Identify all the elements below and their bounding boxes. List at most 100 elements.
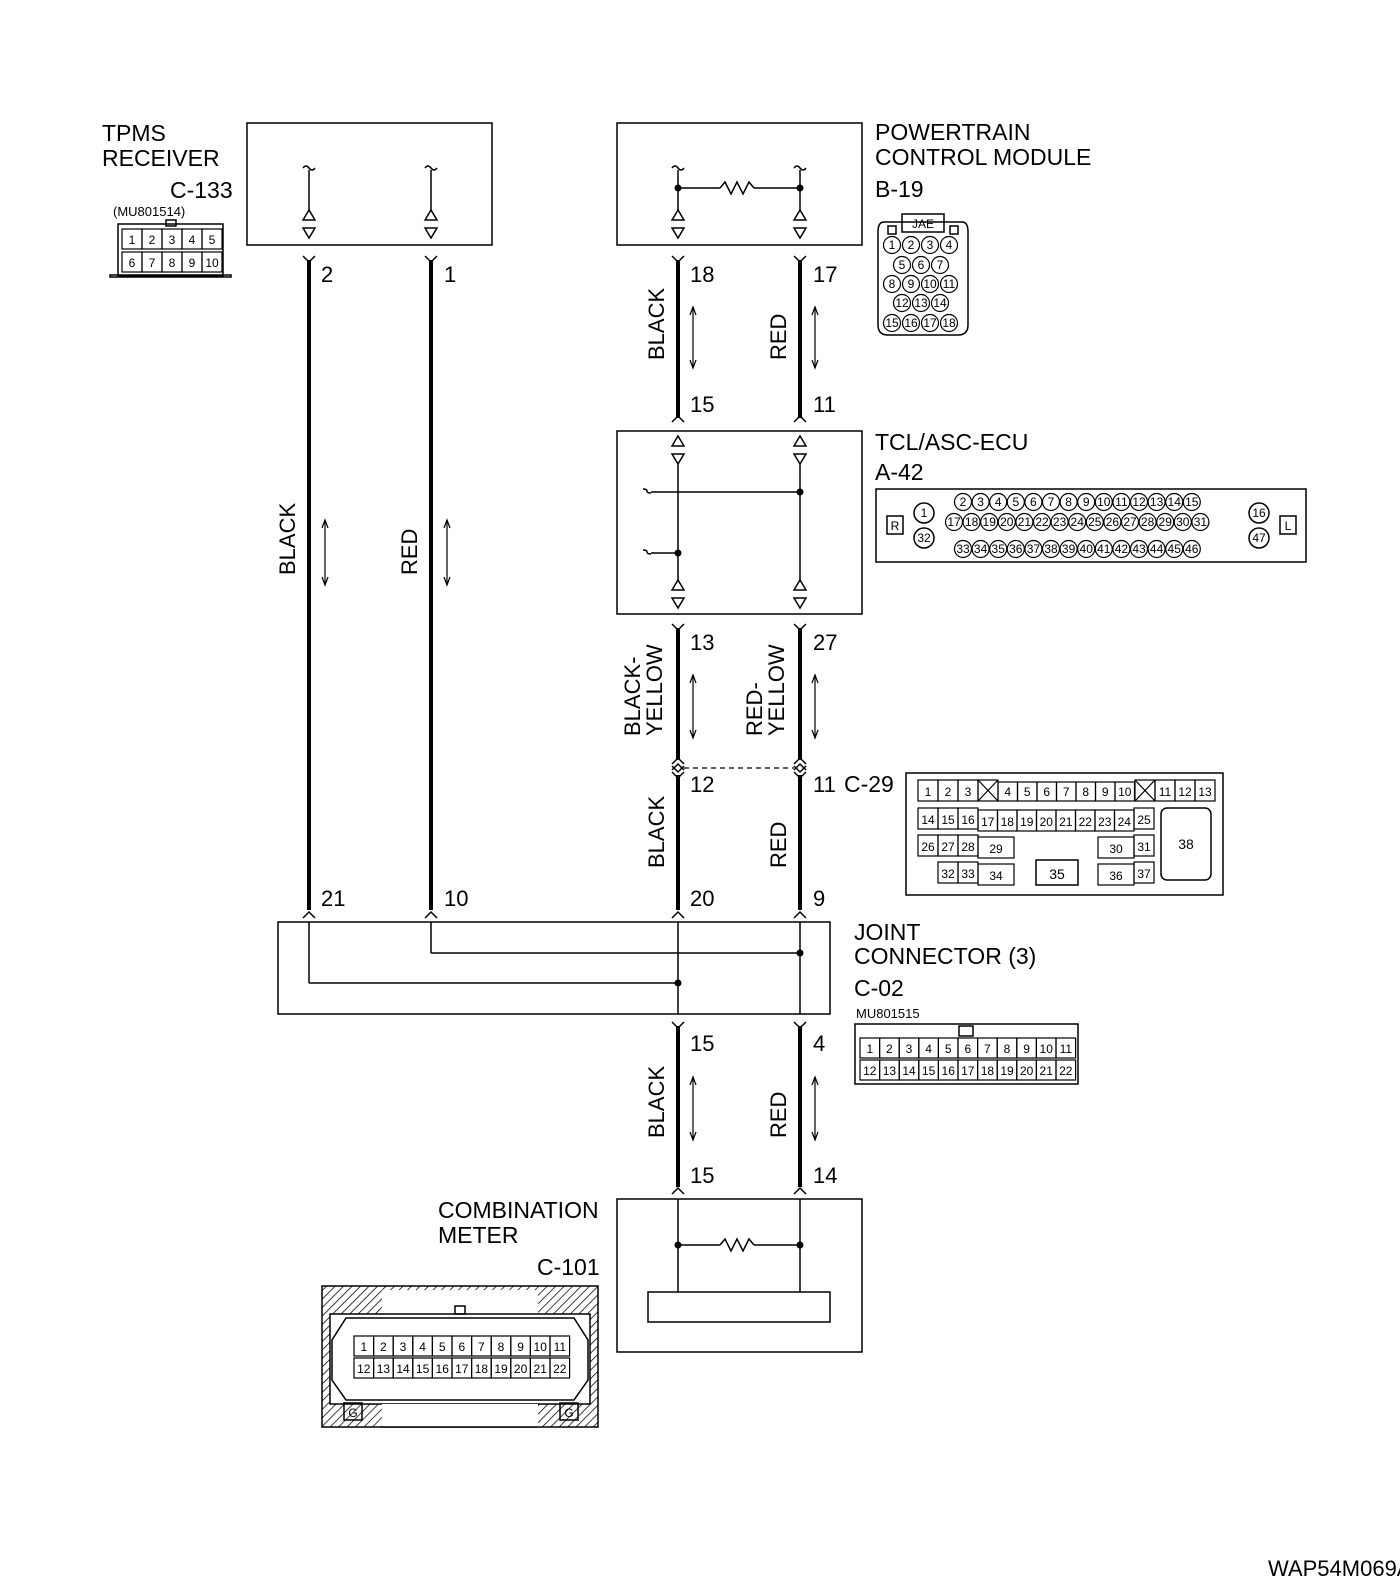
c29-pin-7: 7 [1063, 785, 1070, 799]
pin-tpms-1: 1 [444, 262, 456, 287]
tcl-pin-17: 17 [947, 515, 961, 529]
c29-pin-13: 13 [1198, 785, 1212, 799]
joint-pin-9: 9 [1023, 1042, 1030, 1056]
c29-pin-22: 22 [1079, 815, 1093, 829]
tcl-cell [1182, 539, 1201, 559]
joint-pin-20: 20 [1020, 1064, 1034, 1078]
pcm-cell [882, 313, 902, 333]
meter-pin-6: 6 [458, 1340, 465, 1354]
meter-pin-12: 12 [357, 1362, 371, 1376]
color-c29-red: RED [766, 822, 791, 868]
pcm-pin-7: 7 [937, 258, 944, 272]
c29-pin-15: 15 [941, 813, 955, 827]
tcl-pin-18: 18 [965, 515, 979, 529]
color-tpms-red: RED [397, 529, 422, 575]
meter-box [616, 1198, 863, 1353]
tcl-name: TCL/ASC-ECU [875, 429, 1028, 455]
pin-tcl-15: 15 [690, 392, 714, 417]
c29-pin-9: 9 [1102, 785, 1109, 799]
joint-pin-18: 18 [981, 1064, 995, 1078]
c29-pin-28: 28 [961, 840, 975, 854]
tcl-pin-15: 15 [1185, 495, 1199, 509]
pcm-pin-16: 16 [904, 316, 918, 330]
tpms-pin-3: 3 [169, 233, 176, 247]
color-tcl-red-yellow-2: YELLOW [764, 644, 789, 736]
joint-pin-7: 7 [984, 1042, 991, 1056]
c29-pin-12: 12 [1178, 785, 1192, 799]
tcl-pin-32: 32 [917, 531, 931, 545]
tcl-pin-42: 42 [1115, 542, 1129, 556]
meter-ground-tag-left: G [348, 1406, 357, 1420]
pcm-cell [882, 235, 902, 255]
color-tcl-black-yellow-2: YELLOW [642, 644, 667, 736]
tcl-asc-ecu: TCL/ASC-ECU A-42 R L 1 32 [616, 429, 1307, 615]
meter-pin-17: 17 [455, 1362, 469, 1376]
color-c29-black: BLACK [644, 796, 669, 868]
joint-pin-19: 19 [1000, 1064, 1014, 1078]
tpms-pin-1: 1 [129, 233, 136, 247]
meter-pin-19: 19 [494, 1362, 508, 1376]
c29-cell [1194, 779, 1216, 802]
joint-pin-6: 6 [964, 1042, 971, 1056]
c29-pin-36: 36 [1109, 869, 1123, 883]
pin-joint-20: 20 [690, 886, 714, 911]
c29-pin-27: 27 [941, 840, 955, 854]
pcm-cell [920, 274, 940, 294]
tcl-pin-47: 47 [1252, 531, 1266, 545]
joint-pin-1: 1 [866, 1042, 873, 1056]
tcl-pin-19: 19 [983, 515, 997, 529]
tcl-pin-36: 36 [1009, 542, 1023, 556]
joint-pin-2: 2 [886, 1042, 893, 1056]
tpms-pin-8: 8 [169, 256, 176, 270]
c29-pin-4: 4 [1004, 785, 1011, 799]
tpms-pin-7: 7 [149, 256, 156, 270]
tpms-connector-id: C-133 [170, 177, 233, 203]
tpms-pin-9: 9 [189, 256, 196, 270]
c29-pin-19: 19 [1020, 815, 1034, 829]
tcl-cell [962, 512, 981, 532]
joint-pin-8: 8 [1004, 1042, 1011, 1056]
c29-pin-30: 30 [1109, 842, 1123, 856]
pcm-pin-5: 5 [899, 258, 906, 272]
tcl-pin-22: 22 [1035, 515, 1049, 529]
joint-name-line1: JOINT [854, 919, 920, 945]
joint-internal-circuit [308, 922, 804, 1014]
pcm-cell [939, 313, 959, 333]
joint-part-number: MU801515 [856, 1006, 920, 1021]
c29-pin-11: 11 [1159, 785, 1172, 799]
pin-tcl-13: 13 [690, 630, 714, 655]
pin-tcl-11: 11 [813, 392, 836, 417]
pcm-box [616, 122, 863, 246]
tcl-cell [1068, 512, 1087, 532]
tcl-pin-14: 14 [1168, 495, 1182, 509]
meter-pin-20: 20 [514, 1362, 528, 1376]
pcm-pin-1: 1 [889, 238, 896, 252]
meter-cell [549, 1335, 571, 1357]
pcm-cell [892, 255, 912, 275]
c29-pin-5: 5 [1024, 785, 1031, 799]
meter-pin-14: 14 [396, 1362, 410, 1376]
tcl-cell [971, 539, 990, 559]
pin-meter-14: 14 [813, 1163, 837, 1188]
pcm-pin-2: 2 [908, 238, 915, 252]
pin-pcm-18: 18 [690, 262, 714, 287]
tpms-box [246, 122, 493, 246]
meter-pin-10: 10 [534, 1340, 548, 1354]
meter-pin-15: 15 [416, 1362, 430, 1376]
joint-cell [1055, 1037, 1077, 1059]
c29-pin-29: 29 [989, 842, 1003, 856]
color-tcl-black-yellow-1: BLACK- [620, 657, 645, 736]
tcl-cell [1156, 512, 1175, 532]
meter-pin-16: 16 [436, 1362, 450, 1376]
pin-joint-4: 4 [813, 1031, 825, 1056]
tcl-pin-5: 5 [1012, 495, 1019, 509]
color-tpms-black: BLACK [275, 503, 300, 575]
meter-pin-1: 1 [360, 1340, 367, 1354]
tcl-pin-11: 11 [1115, 495, 1128, 509]
joint-pin-4: 4 [925, 1042, 932, 1056]
c29-pin-8: 8 [1082, 785, 1089, 799]
tcl-pin-40: 40 [1080, 542, 1094, 556]
c29-pin-32: 32 [941, 867, 955, 881]
c29-pin-25: 25 [1137, 813, 1151, 827]
